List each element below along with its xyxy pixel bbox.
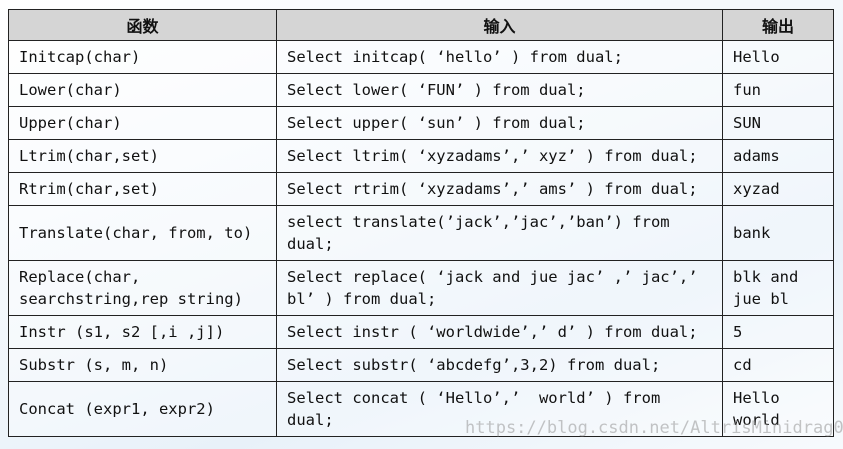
header-input: 输入 [276, 9, 723, 41]
output-cell: SUN [722, 106, 834, 140]
input-cell: Select replace( ‘jack and jue jac’ ,’ ja… [276, 260, 723, 316]
output-cell: bank [722, 205, 834, 261]
table-row: Replace(char, searchstring,rep string) S… [8, 260, 834, 316]
function-table: 函数 输入 输出 Initcap(char) Select initcap( ‘… [8, 9, 834, 437]
function-cell: Lower(char) [8, 73, 277, 107]
output-cell: 5 [722, 315, 834, 349]
table-row: Ltrim(char,set) Select ltrim( ‘xyzadams’… [8, 139, 834, 173]
table-row: Lower(char) Select lower( ‘FUN’ ) from d… [8, 73, 834, 107]
function-cell: Concat (expr1, expr2) [8, 381, 277, 437]
table-row: Initcap(char) Select initcap( ‘hello’ ) … [8, 40, 834, 74]
header-function: 函数 [8, 9, 277, 41]
table-row: Upper(char) Select upper( ‘sun’ ) from d… [8, 106, 834, 140]
input-cell: Select concat ( ‘Hello’,’ world’ ) from … [276, 381, 723, 437]
function-cell: Upper(char) [8, 106, 277, 140]
input-cell: Select instr ( ‘worldwide’,’ d’ ) from d… [276, 315, 723, 349]
output-cell: cd [722, 348, 834, 382]
input-cell: Select upper( ‘sun’ ) from dual; [276, 106, 723, 140]
table-row: Concat (expr1, expr2) Select concat ( ‘H… [8, 381, 834, 437]
input-cell: Select substr( ‘abcdefg’,3,2) from dual; [276, 348, 723, 382]
input-cell: Select lower( ‘FUN’ ) from dual; [276, 73, 723, 107]
function-cell: Translate(char, from, to) [8, 205, 277, 261]
output-cell: blk and jue bl [722, 260, 834, 316]
output-cell: fun [722, 73, 834, 107]
function-cell: Substr (s, m, n) [8, 348, 277, 382]
table-row: Substr (s, m, n) Select substr( ‘abcdefg… [8, 348, 834, 382]
input-cell: Select rtrim( ‘xyzadams’,’ ams’ ) from d… [276, 172, 723, 206]
function-cell: Initcap(char) [8, 40, 277, 74]
function-cell: Ltrim(char,set) [8, 139, 277, 173]
table-row: Translate(char, from, to) select transla… [8, 205, 834, 261]
header-output: 输出 [722, 9, 834, 41]
function-cell: Replace(char, searchstring,rep string) [8, 260, 277, 316]
function-cell: Instr (s1, s2 [,i ,j]) [8, 315, 277, 349]
function-cell: Rtrim(char,set) [8, 172, 277, 206]
output-cell: Hello [722, 40, 834, 74]
output-cell: xyzad [722, 172, 834, 206]
table-header-row: 函数 输入 输出 [8, 9, 834, 41]
output-cell: Hello world [722, 381, 834, 437]
table-row: Rtrim(char,set) Select rtrim( ‘xyzadams’… [8, 172, 834, 206]
output-cell: adams [722, 139, 834, 173]
input-cell: Select initcap( ‘hello’ ) from dual; [276, 40, 723, 74]
table-row: Instr (s1, s2 [,i ,j]) Select instr ( ‘w… [8, 315, 834, 349]
input-cell: select translate(’jack’,’jac’,’ban’) fro… [276, 205, 723, 261]
input-cell: Select ltrim( ‘xyzadams’,’ xyz’ ) from d… [276, 139, 723, 173]
